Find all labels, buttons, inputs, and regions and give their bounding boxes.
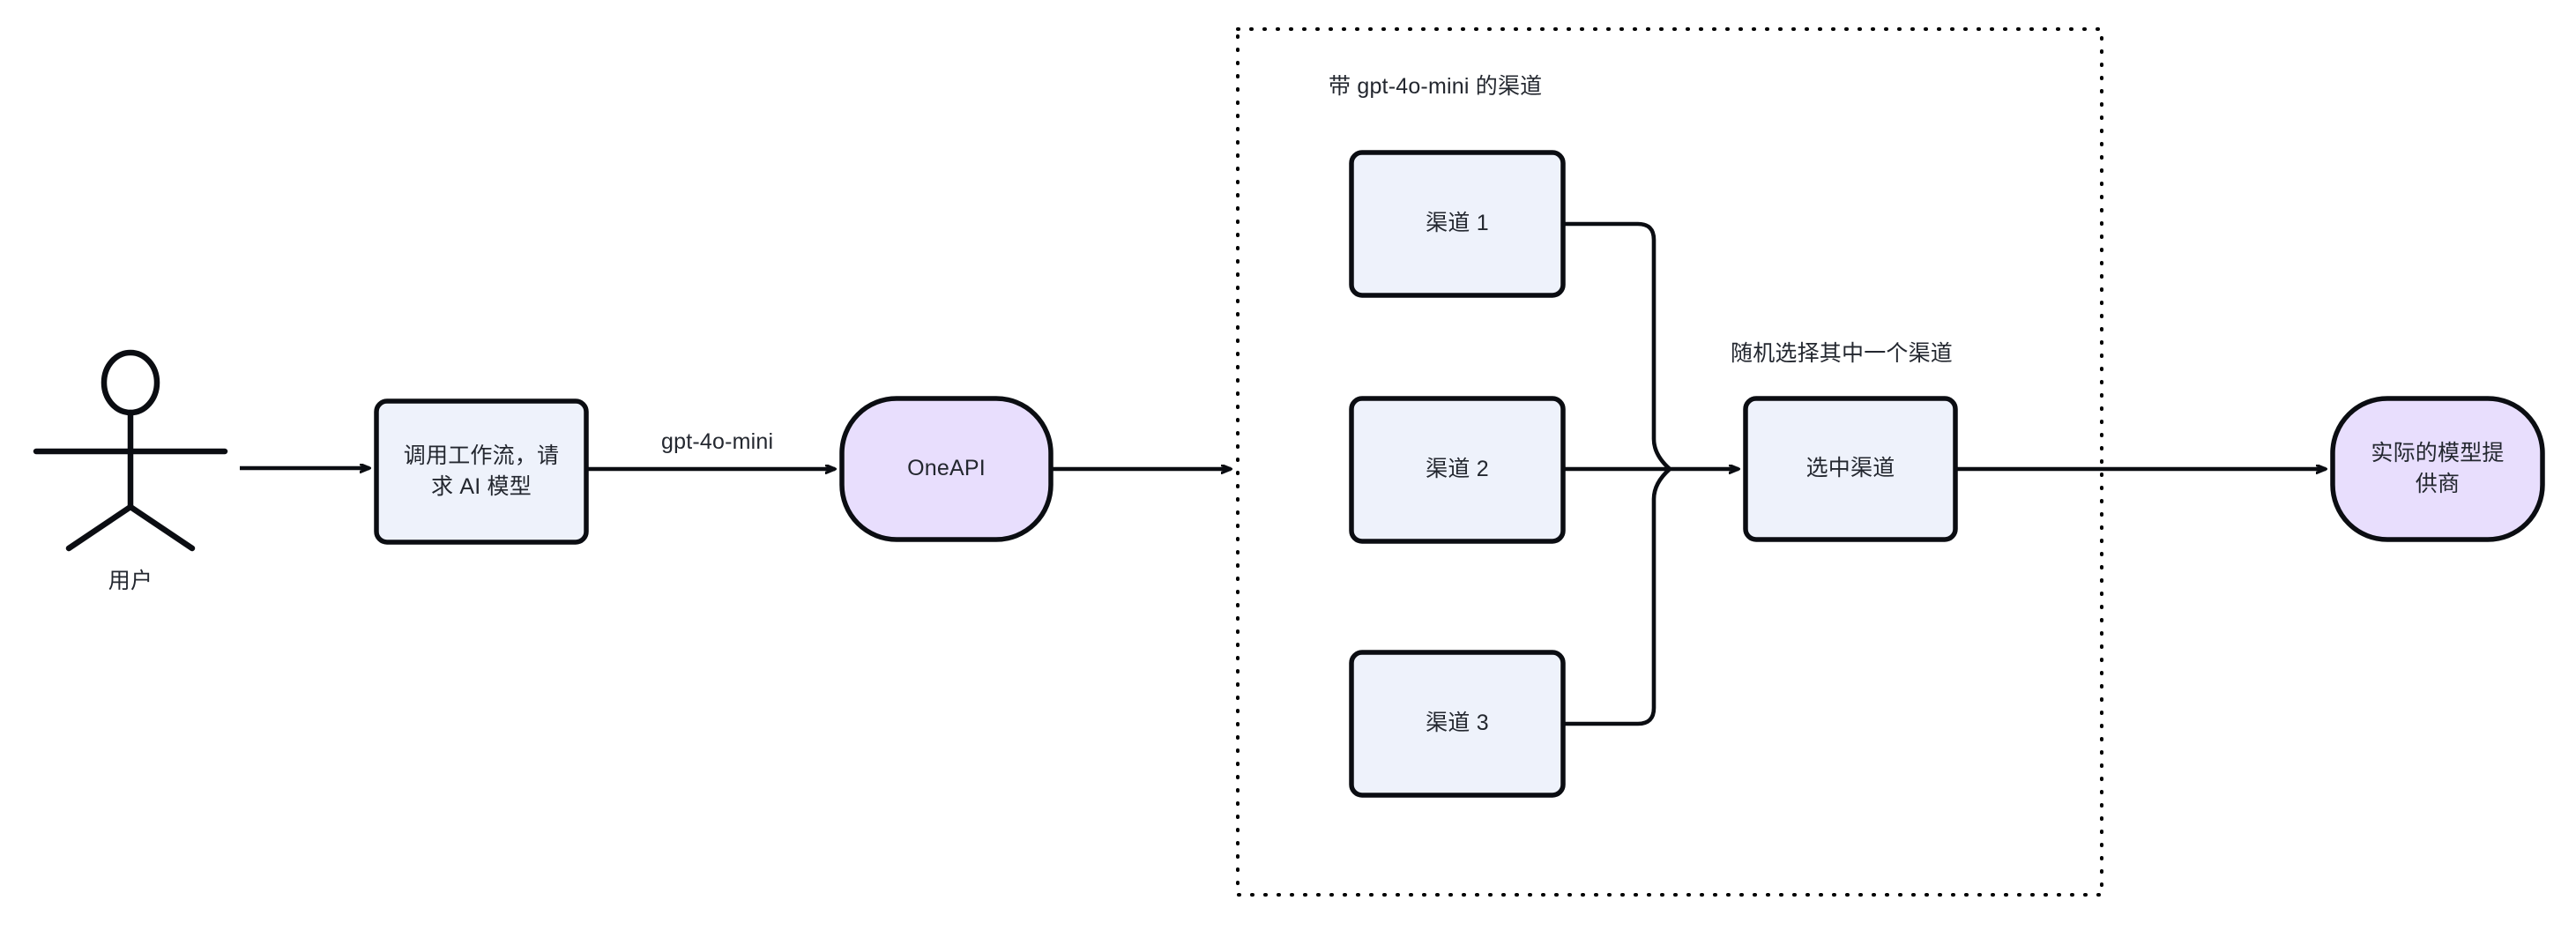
actor-label: 用户: [108, 569, 153, 593]
node-channel2-label: 渠道 2: [1426, 457, 1489, 482]
edge-label-random-pick: 随机选择其中一个渠道: [1731, 341, 1954, 366]
node-workflow-label: 调用工作流，请 求 AI 模型: [403, 443, 560, 500]
node-oneapi-label: OneAPI: [907, 456, 986, 481]
actor-head-icon: [101, 349, 160, 416]
node-provider-shape[interactable]: [2330, 396, 2545, 542]
edge-channel3-to-selected: [1563, 467, 1671, 726]
node-channel3-label: 渠道 3: [1426, 711, 1489, 736]
edge-label-model: gpt-4o-mini: [657, 429, 778, 455]
node-channel1-label: 渠道 1: [1426, 211, 1489, 236]
channel-group-container: [1236, 27, 2103, 897]
node-workflow-shape[interactable]: [374, 398, 589, 545]
actor-left-leg: [65, 503, 134, 552]
stick-figure-actor: [33, 349, 228, 552]
edge-channel1-to-selected: [1563, 221, 1671, 471]
node-provider-label: 实际的模型提 供商: [2371, 440, 2505, 497]
actor-right-leg: [127, 503, 196, 552]
channel-group-label: 带 gpt-4o-mini 的渠道: [1329, 74, 1543, 99]
node-selected-channel-label: 选中渠道: [1805, 456, 1895, 481]
